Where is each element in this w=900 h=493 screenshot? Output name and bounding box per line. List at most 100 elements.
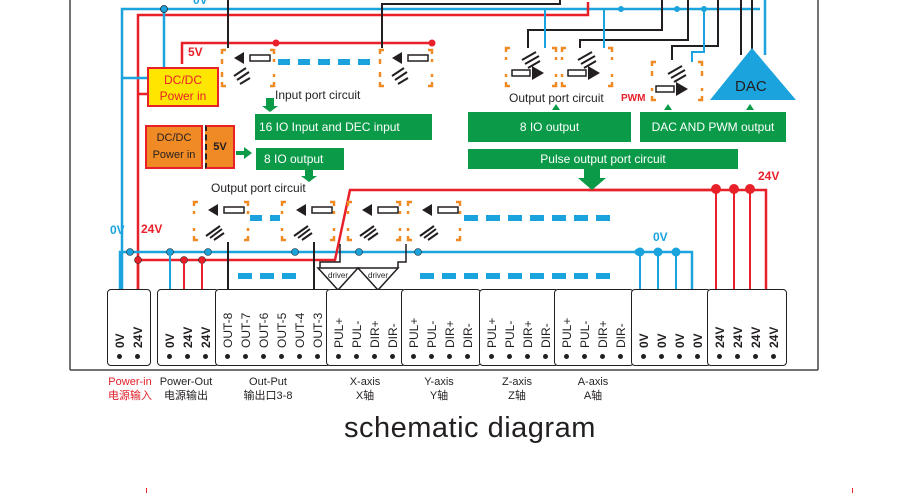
pin-terminal[interactable] <box>429 354 434 359</box>
pin-label: 24V <box>713 326 727 348</box>
footer-label-cn: Z轴 <box>508 390 526 402</box>
pin-label: 24V <box>131 326 145 348</box>
output-optocoupler-r2 <box>560 46 614 88</box>
pin-terminal[interactable] <box>659 354 664 359</box>
footer-label-en: Z-axis <box>502 376 532 388</box>
pin-terminal[interactable] <box>279 354 284 359</box>
pin-terminal[interactable] <box>677 354 682 359</box>
corner-mark-left <box>146 488 147 493</box>
footer-label-cn: Y轴 <box>429 390 449 402</box>
pin-terminal[interactable] <box>336 354 341 359</box>
footer-label-cn: A轴 <box>583 390 603 402</box>
pin-label: OUT-3 <box>311 312 325 348</box>
pin-terminal[interactable] <box>225 354 230 359</box>
footer-label: Out-Put 输出口3-8 <box>238 375 298 403</box>
dac-label: DAC <box>735 78 767 95</box>
pin-terminal[interactable] <box>753 354 758 359</box>
pin-label: PUL+ <box>485 317 499 348</box>
pin-terminal[interactable] <box>243 354 248 359</box>
footer-label-cn: 输出口3-8 <box>243 390 293 402</box>
pin-label: OUT-4 <box>293 312 307 348</box>
rail-label-0v-top: 0V <box>193 0 208 7</box>
pin-label: OUT-7 <box>239 312 253 348</box>
pin-terminal[interactable] <box>185 354 190 359</box>
pin-terminal[interactable] <box>447 354 452 359</box>
dac-pwm-block: DAC AND PWM output <box>640 112 786 142</box>
pin-terminal[interactable] <box>564 354 569 359</box>
pin-label: PUL- <box>425 320 439 348</box>
rail-5v <box>180 41 432 64</box>
pin-label: PUL- <box>578 320 592 348</box>
connector-a-axis: PUL+PUL-DIR+DIR- <box>554 289 634 366</box>
output-optocoupler-l2 <box>280 200 336 242</box>
pin-label: PUL- <box>503 320 517 348</box>
pin-label: DIR+ <box>596 320 610 348</box>
pin-label: 24V <box>767 326 781 348</box>
driver-label: driver <box>368 271 388 280</box>
io-output-left-block: 8 IO output <box>256 148 344 170</box>
pin-terminal[interactable] <box>641 354 646 359</box>
top-0v-bus <box>120 7 760 290</box>
pin-terminal[interactable] <box>600 354 605 359</box>
pin-terminal[interactable] <box>717 354 722 359</box>
output-optocoupler-l3 <box>346 200 402 242</box>
pin-terminal[interactable] <box>735 354 740 359</box>
pin-terminal[interactable] <box>354 354 359 359</box>
pin-terminal[interactable] <box>489 354 494 359</box>
dcdc-5v-block: DC/DC Power in <box>145 125 203 169</box>
diagram-title: schematic diagram <box>344 412 596 444</box>
footer-label-en: Y-axis <box>424 376 454 388</box>
dcdc-line2: Power in <box>159 89 207 103</box>
pin-label: 24V <box>731 326 745 348</box>
pulse-output-block: Pulse output port circuit <box>468 149 738 169</box>
pin-terminal[interactable] <box>135 354 140 359</box>
input-block: 16 IO Input and DEC input <box>255 114 432 140</box>
dcdc-power-in-block: DC/DC Power in <box>147 67 219 107</box>
output-port-circuit-left-label: Output port circuit <box>211 181 306 195</box>
output-optocoupler-l4 <box>406 200 462 242</box>
footer-label-en: Out-Put <box>249 376 287 388</box>
mid-24v-bus <box>136 188 720 290</box>
pin-terminal[interactable] <box>525 354 530 359</box>
pin-label: PUL+ <box>407 317 421 348</box>
pin-label: 0V <box>163 333 177 348</box>
pin-label: OUT-6 <box>257 312 271 348</box>
pin-terminal[interactable] <box>297 354 302 359</box>
pin-terminal[interactable] <box>771 354 776 359</box>
pin-label: DIR- <box>539 323 553 348</box>
top-24v-bus <box>136 2 590 290</box>
pin-terminal[interactable] <box>411 354 416 359</box>
pin-terminal[interactable] <box>543 354 548 359</box>
dcdc-line1: DC/DC <box>164 73 202 87</box>
pin-terminal[interactable] <box>618 354 623 359</box>
pin-terminal[interactable] <box>315 354 320 359</box>
pin-terminal[interactable] <box>372 354 377 359</box>
pin-label: DIR+ <box>443 320 457 348</box>
footer-label-cn: 电源输入 <box>108 390 152 402</box>
pin-terminal[interactable] <box>507 354 512 359</box>
pin-terminal[interactable] <box>582 354 587 359</box>
pin-terminal[interactable] <box>117 354 122 359</box>
connector-x-axis: PUL+PUL-DIR+DIR- <box>326 289 406 366</box>
pin-terminal[interactable] <box>203 354 208 359</box>
pin-terminal[interactable] <box>167 354 172 359</box>
connector-v24-bank: 24V 24V 24V 24V <box>707 289 787 366</box>
pin-terminal[interactable] <box>390 354 395 359</box>
pin-label: DIR- <box>461 323 475 348</box>
pin-terminal[interactable] <box>465 354 470 359</box>
pin-label: 24V <box>749 326 763 348</box>
pin-label: OUT-8 <box>221 312 235 348</box>
pin-label: DIR+ <box>368 320 382 348</box>
dcdc-5v-line2: Power in <box>152 149 196 161</box>
pin-terminal[interactable] <box>695 354 700 359</box>
pin-terminal[interactable] <box>261 354 266 359</box>
